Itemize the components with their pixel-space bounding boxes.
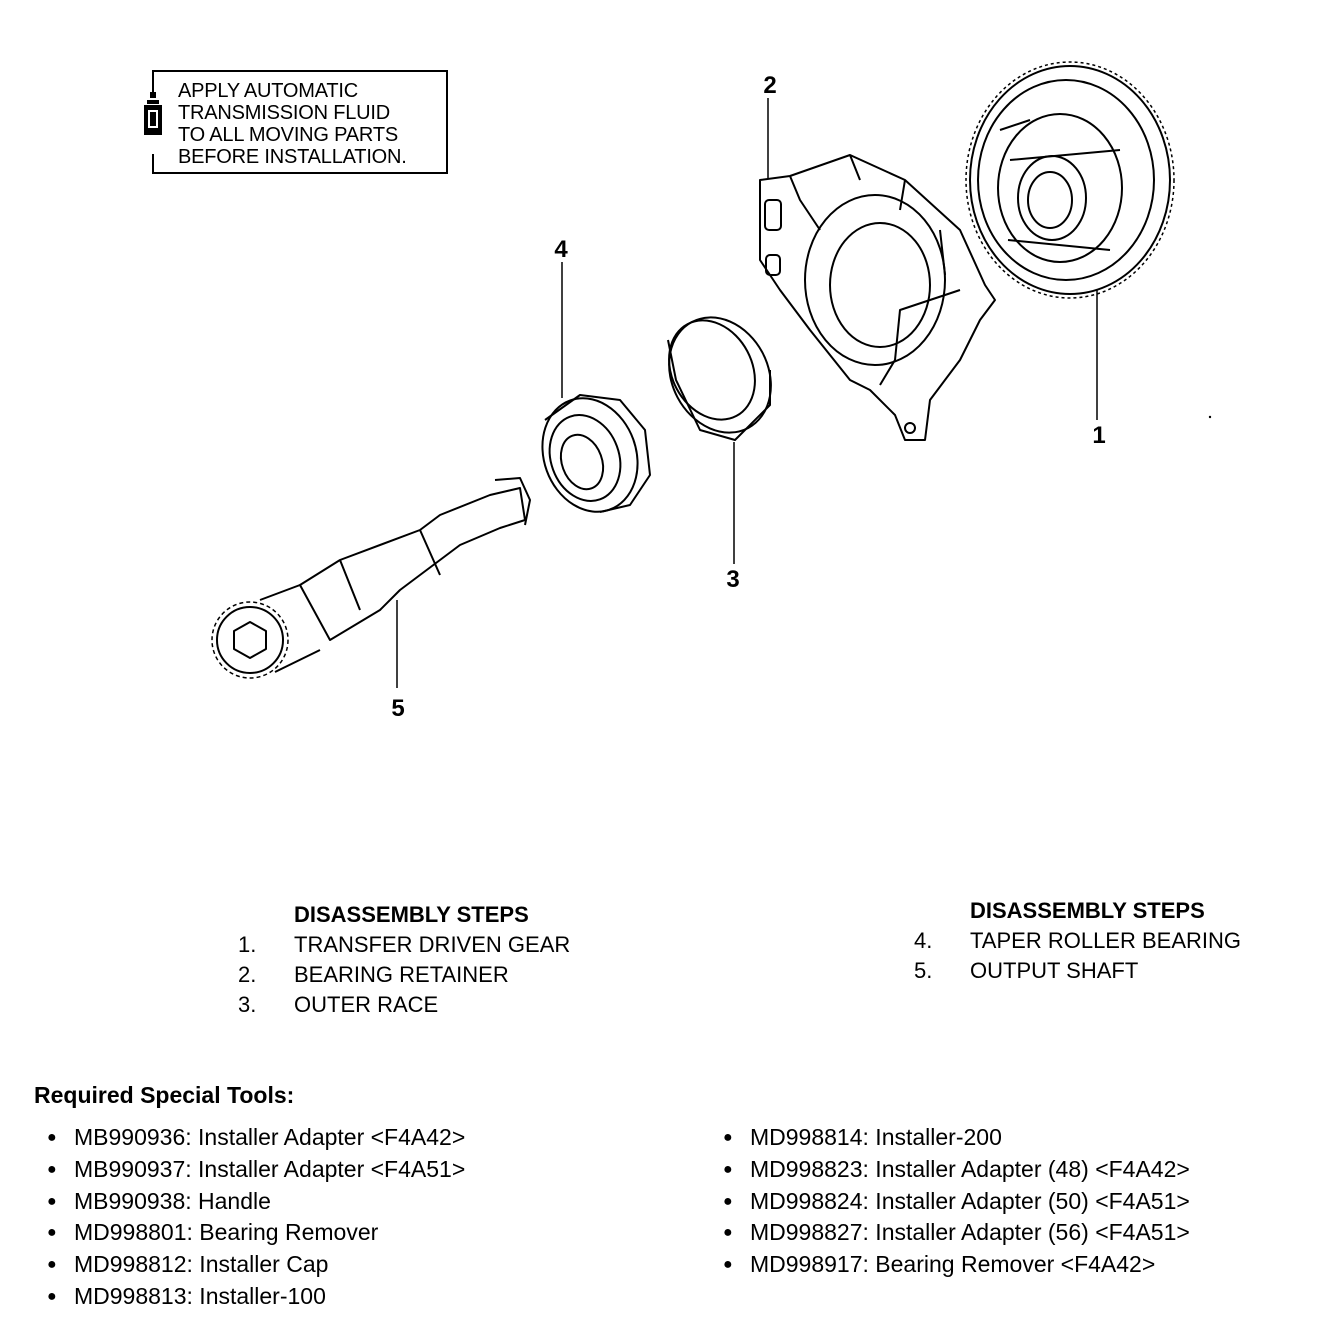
tool-item: MD998917: Bearing Remover <F4A42> — [710, 1249, 1190, 1281]
tool-item: MB990937: Installer Adapter <F4A51> — [34, 1154, 465, 1186]
step-row: 1.TRANSFER DRIVEN GEAR — [238, 932, 571, 957]
tool-item: MD998812: Installer Cap — [34, 1249, 465, 1281]
callout-5: 5 — [391, 695, 404, 722]
tool-item: MD998814: Installer-200 — [710, 1122, 1190, 1154]
step-row: 4.TAPER ROLLER BEARING — [914, 928, 1241, 953]
fluid-note-text: APPLY AUTOMATIC TRANSMISSION FLUID TO AL… — [178, 80, 407, 168]
bearing-retainer — [759, 98, 996, 441]
tool-item: MB990938: Handle — [34, 1186, 465, 1218]
step-row: 5.OUTPUT SHAFT — [914, 958, 1139, 983]
tool-item: MD998827: Installer Adapter (56) <F4A51> — [710, 1217, 1190, 1249]
outer-race — [667, 316, 772, 564]
output-shaft — [211, 477, 531, 688]
step-row: 2.BEARING RETAINER — [238, 962, 509, 987]
tool-item: MD998823: Installer Adapter (48) <F4A42> — [710, 1154, 1190, 1186]
callout-3: 3 — [726, 566, 739, 593]
tool-item: MD998824: Installer Adapter (50) <F4A51> — [710, 1186, 1190, 1218]
tools-title: Required Special Tools: — [34, 1082, 295, 1108]
tool-item: MD998813: Installer-100 — [34, 1281, 465, 1313]
tools-list-right: MD998814: Installer-200 MD998823: Instal… — [710, 1122, 1190, 1281]
disassembly-steps-left: DISASSEMBLY STEPS 1.TRANSFER DRIVEN GEAR… — [238, 900, 570, 1020]
exploded-view-diagram: 1 2 3 4 5 — [211, 61, 1212, 722]
callout-2: 2 — [763, 72, 776, 99]
step-row: 3.OUTER RACE — [238, 992, 439, 1017]
steps-heading: DISASSEMBLY STEPS — [294, 902, 529, 927]
callout-4: 4 — [554, 236, 568, 263]
disassembly-steps-right: DISASSEMBLY STEPS 4.TAPER ROLLER BEARING… — [914, 896, 1241, 986]
steps-heading: DISASSEMBLY STEPS — [970, 898, 1205, 923]
transfer-driven-gear — [965, 61, 1175, 420]
fluid-bottle-icon — [144, 92, 162, 135]
tools-list-left: MB990936: Installer Adapter <F4A42> MB99… — [34, 1122, 465, 1313]
tool-item: MB990936: Installer Adapter <F4A42> — [34, 1122, 465, 1154]
taper-roller-bearing — [541, 262, 651, 513]
callout-1: 1 — [1092, 422, 1105, 449]
fluid-note-box: APPLY AUTOMATIC TRANSMISSION FLUID TO AL… — [144, 70, 448, 174]
tool-item: MD998801: Bearing Remover — [34, 1217, 465, 1249]
